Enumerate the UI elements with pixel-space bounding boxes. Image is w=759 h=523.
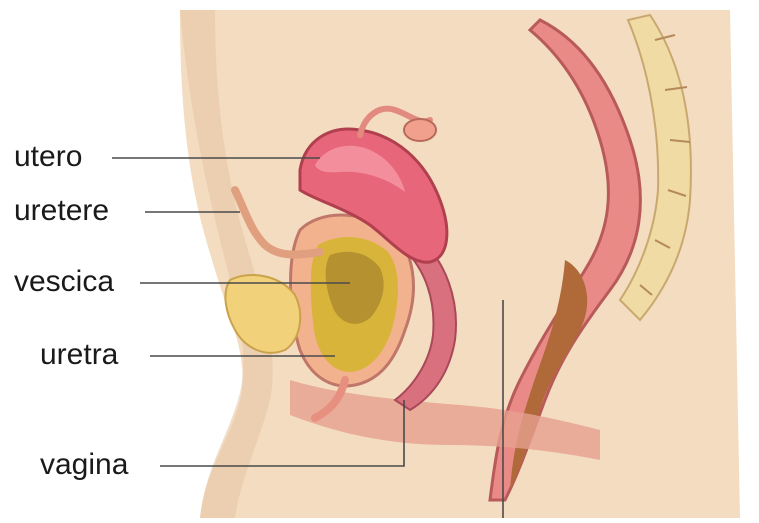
label-uretra: uretra	[40, 340, 118, 370]
label-uretere: uretere	[14, 196, 109, 226]
label-utero: utero	[14, 142, 82, 172]
label-vescica: vescica	[14, 267, 114, 297]
label-vagina: vagina	[40, 450, 128, 480]
ovary	[404, 119, 436, 141]
